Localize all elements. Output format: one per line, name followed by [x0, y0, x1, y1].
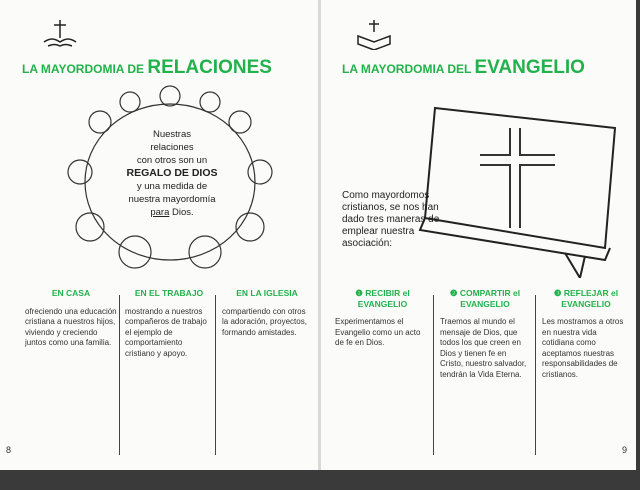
gutter — [318, 0, 321, 470]
intro-text: Como mayordomos cristianos, se nos han d… — [342, 190, 440, 249]
people-circle-illustration — [67, 85, 273, 269]
bible-illustration — [418, 106, 617, 278]
right-page: LA MAYORDOMIA DEL EVANGELIO — [320, 0, 636, 470]
page-title: LA MAYORDOMIA DE RELACIONES — [22, 57, 272, 78]
open-book-icon — [357, 20, 391, 50]
page-number: 9 — [622, 445, 628, 455]
page-title: LA MAYORDOMIA DEL EVANGELIO — [342, 57, 585, 78]
page-number: 8 — [6, 445, 12, 455]
cross-hands-icon — [43, 20, 77, 47]
